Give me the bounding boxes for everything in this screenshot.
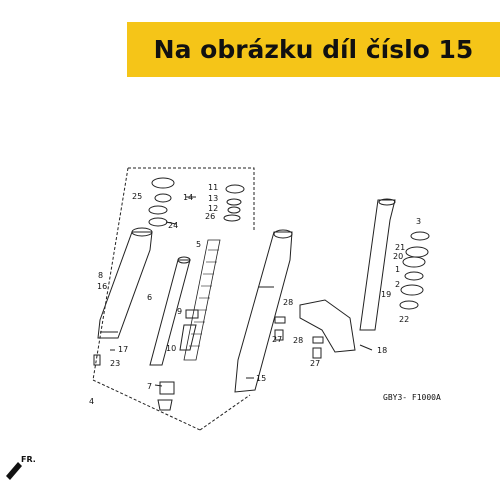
frame-outline-bottom2 (199, 394, 251, 431)
part-number: 10 (166, 344, 176, 353)
part-number: 8 (98, 271, 103, 280)
part-number: 2 (395, 280, 400, 289)
part-number: 21 (395, 243, 405, 252)
part-number: 9 (177, 307, 182, 316)
part-number: 11 (208, 183, 218, 192)
part-number: 26 (205, 212, 215, 221)
bolt-23 (93, 354, 101, 366)
part-number: 3 (416, 217, 421, 226)
part-number: 27 (272, 335, 282, 344)
part-number: 24 (168, 221, 178, 230)
rod-10 (179, 324, 197, 351)
part-7 (159, 381, 175, 395)
piston-9 (185, 309, 199, 319)
part-number: 23 (110, 359, 120, 368)
part-number: 28 (293, 336, 303, 345)
spring-5 (183, 239, 221, 361)
steering-stem (359, 199, 396, 331)
part-number: 4 (89, 397, 94, 406)
part-number: 19 (381, 290, 391, 299)
part-number: 7 (147, 382, 152, 391)
part-number: 12 (208, 204, 218, 213)
part-number: 28 (283, 298, 293, 307)
frame-outline (128, 167, 255, 232)
part-number: 15 (256, 374, 266, 383)
fork-leg-15 (234, 231, 293, 393)
part-number: 27 (310, 359, 320, 368)
part-number: 6 (147, 293, 152, 302)
inner-tube-6 (149, 259, 191, 366)
banner-title: Na obrázku díl číslo 15 (153, 35, 474, 64)
part-number: 13 (208, 194, 218, 203)
washer-11 (225, 184, 245, 194)
part-number: 18 (377, 346, 387, 355)
part-number: 20 (393, 252, 403, 261)
part-number: 25 (132, 192, 142, 201)
part-number: 17 (118, 345, 128, 354)
part-number: 5 (196, 240, 201, 249)
nut-3 (410, 231, 430, 241)
part-banner: Na obrázku díl číslo 15 (127, 22, 500, 77)
part-number: 16 (97, 282, 107, 291)
part-number: 1 (395, 265, 400, 274)
part-number: 22 (399, 315, 409, 324)
fr-label: FR. (21, 455, 36, 464)
fork-top-ring (131, 227, 153, 237)
cap-25 (151, 177, 175, 189)
frame-outline-left (92, 167, 129, 381)
diagram-code: GBY3- F1000A (383, 393, 441, 402)
front-direction-arrow: FR. (6, 455, 36, 480)
part-number: 14 (183, 193, 193, 202)
